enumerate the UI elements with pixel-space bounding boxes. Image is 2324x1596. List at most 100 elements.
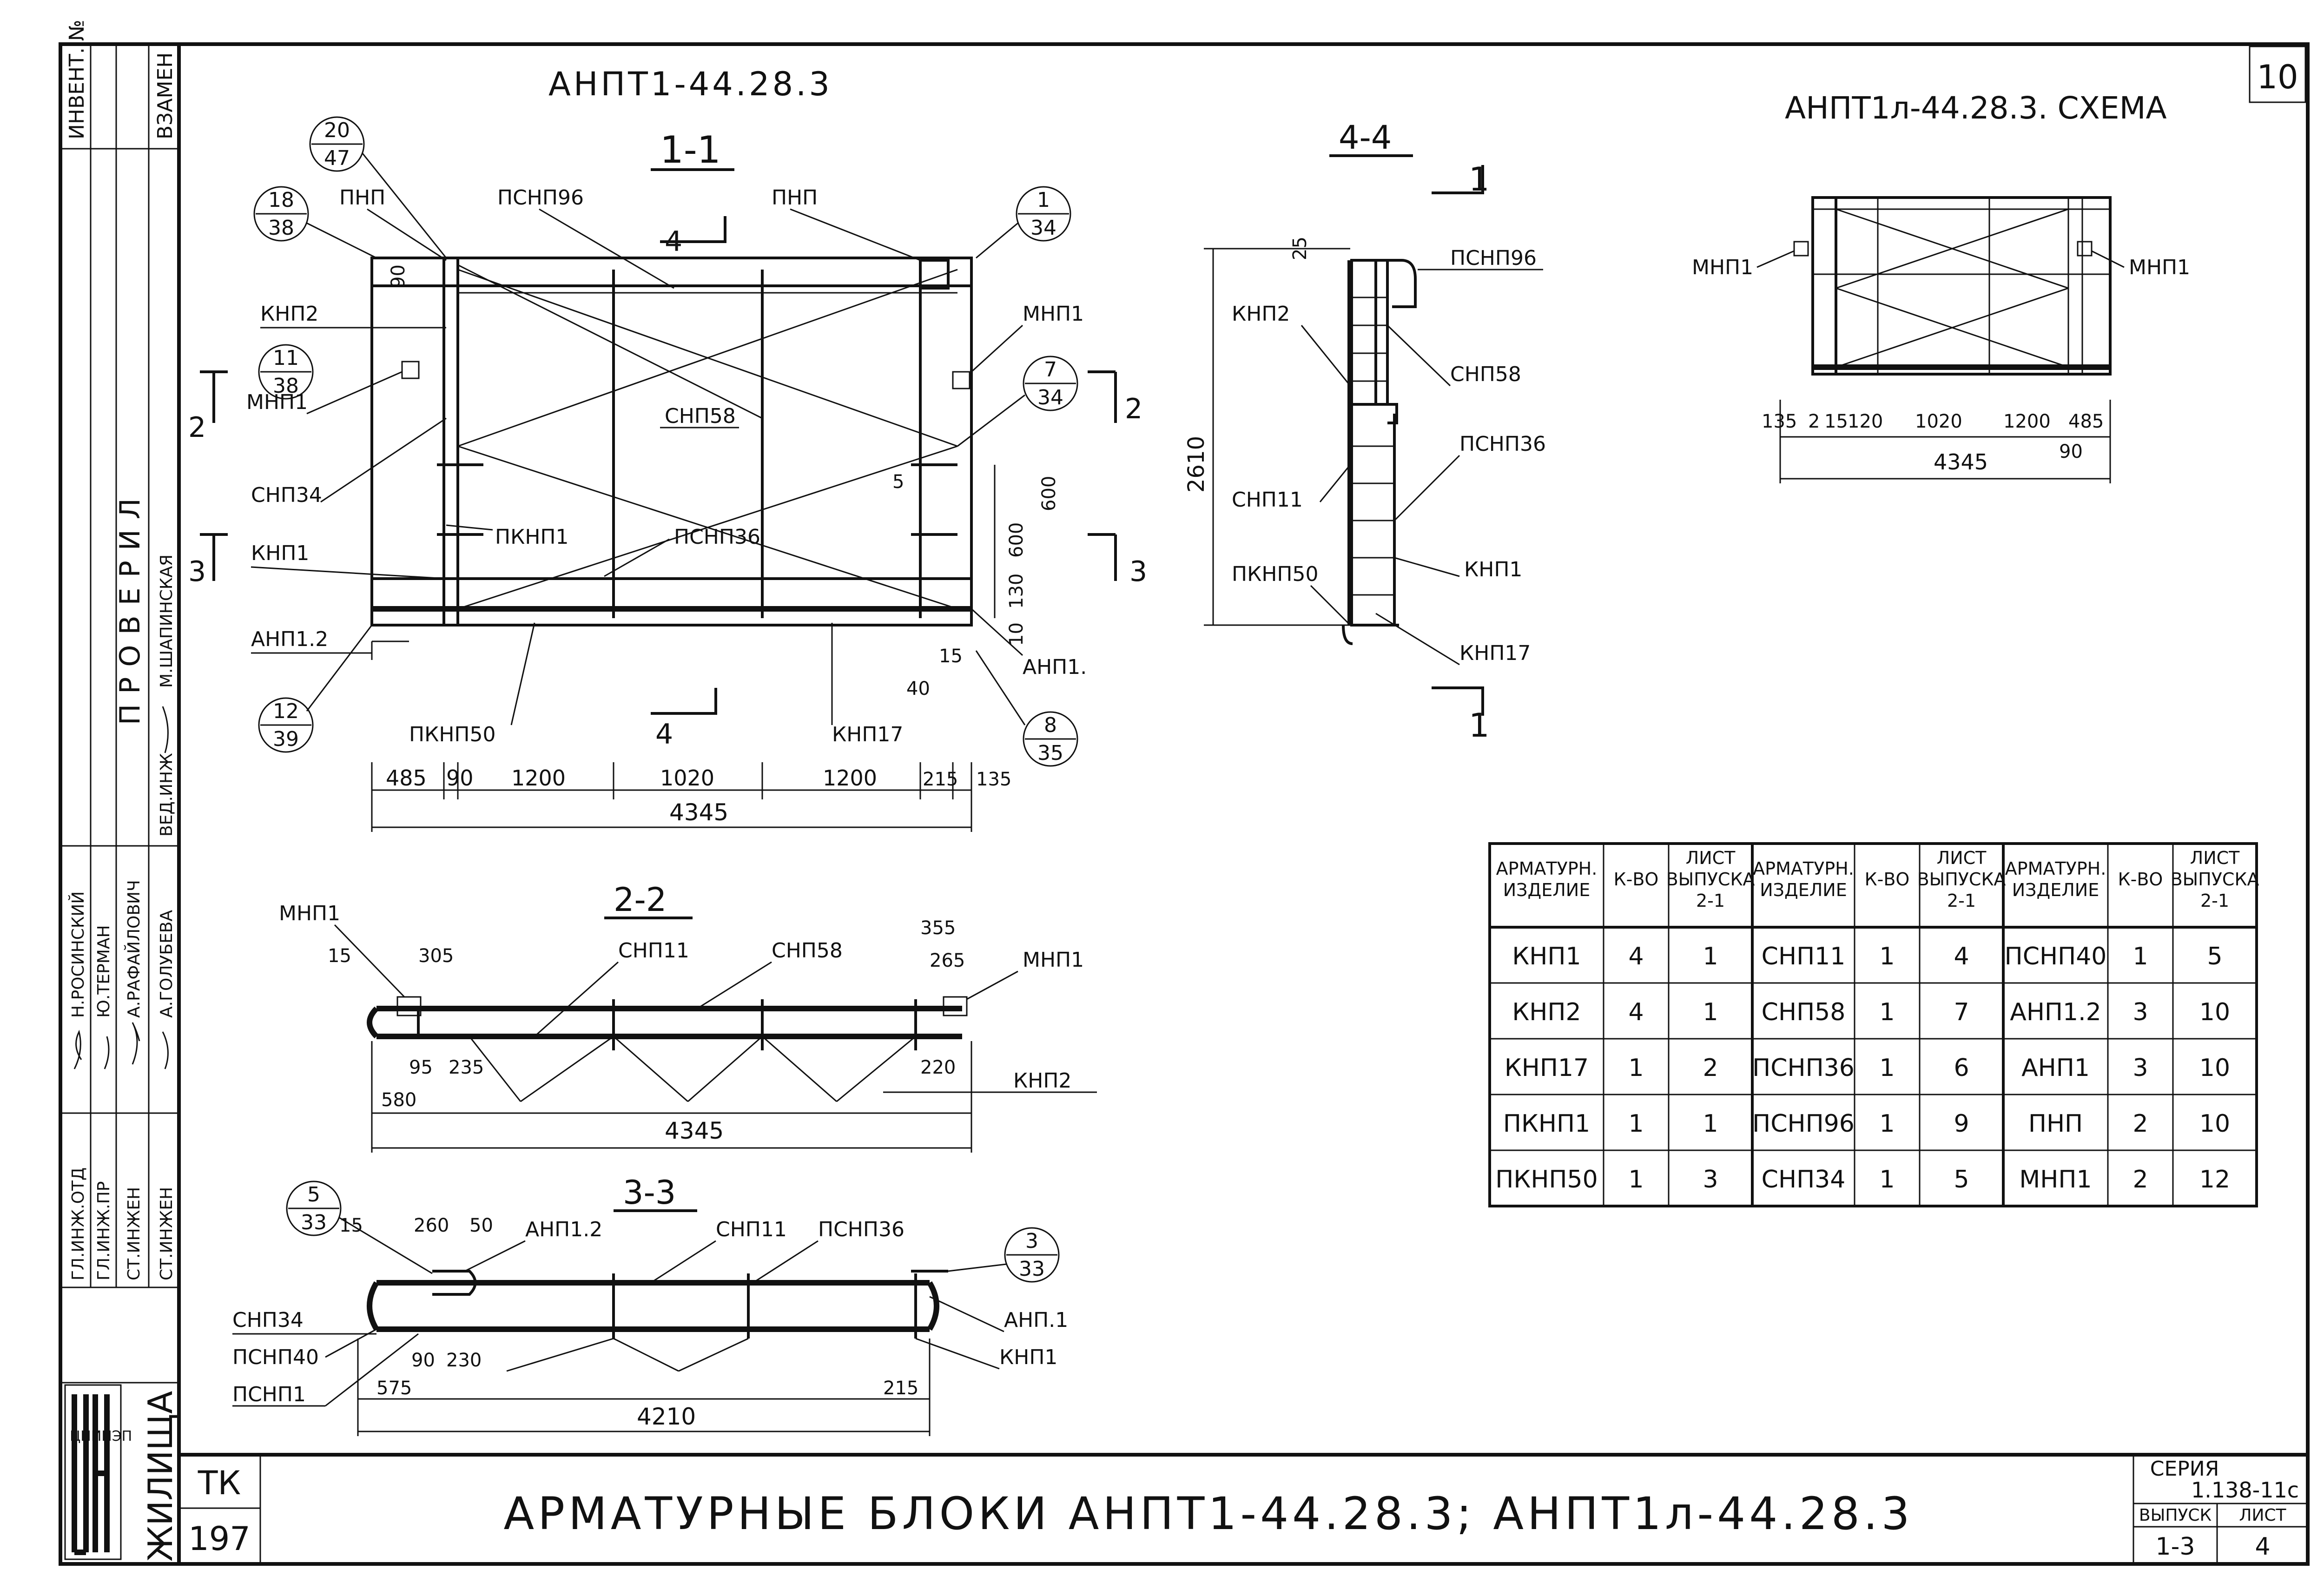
table-header-cell: К-ВО (1614, 869, 1659, 890)
s44-psnp36: ПСНП36 (1459, 432, 1546, 456)
cut-2-left: 2 (188, 411, 206, 444)
dim-total-4345: 4345 (669, 799, 728, 826)
table-cell: 1 (1879, 1054, 1895, 1082)
s22-knp2: КНП2 (1013, 1069, 1071, 1093)
s22-d305: 305 (418, 945, 454, 967)
cut-1-bottom: 1 (1469, 706, 1490, 745)
dim-135: 135 (976, 769, 1011, 790)
cut-3-right: 3 (1129, 555, 1147, 588)
table-cell: 10 (2199, 1110, 2230, 1138)
bubble-8-35: 8 35 (975, 650, 1078, 767)
bubble-12-39: 12 39 (258, 625, 373, 753)
dim-5: 5 (892, 471, 904, 493)
s44-knp1: КНП1 (1464, 558, 1522, 581)
table-cell: МНП1 (2019, 1166, 2092, 1194)
table-header-cell: ИЗДЕЛИЕ (2012, 880, 2100, 900)
svg-text:35: 35 (1037, 741, 1063, 765)
main-title: АРМАТУРНЫЕ БЛОКИ АНПТ1-44.28.3; АНПТ1л-4… (503, 1488, 1913, 1540)
s44-pknp50: ПКНП50 (1232, 562, 1318, 586)
name-lead: М.ШАПИНСКАЯ (157, 554, 176, 688)
scheme-d15: 15 (1824, 411, 1848, 432)
table-cell: 1 (1628, 1166, 1644, 1194)
scheme-title: АНПТ1л-44.28.3. СХЕМА (1785, 90, 2167, 126)
s22-d235: 235 (449, 1057, 484, 1078)
table-cell: ПКНП50 (1495, 1166, 1598, 1194)
table-header-cell: ЛИСТ (2190, 848, 2240, 868)
svg-text:39: 39 (273, 727, 299, 751)
label-mnp1-left: МНП1 (246, 390, 308, 414)
stamp-code-bottom: 197 (188, 1520, 251, 1558)
s33-d215: 215 (883, 1378, 918, 1399)
bubble-1-34: 1 34 (976, 186, 1071, 259)
zamen-label: ВЗАМЕН (153, 53, 177, 139)
label-knp1: КНП1 (251, 541, 309, 565)
table-cell: 4 (1628, 998, 1644, 1026)
table-cell: 5 (1954, 1166, 1969, 1194)
name-3: А.РАФАЙЛОВИЧ (124, 880, 144, 1018)
name-4: А.ГОЛУБЕВА (157, 910, 176, 1018)
label-anp12: АНП1.2 (251, 627, 328, 651)
s33-total: 4210 (637, 1403, 696, 1430)
mnp1-plate-right (952, 371, 971, 389)
stamp-code-top: ТК (198, 1464, 241, 1502)
s33-d15: 15 (339, 1215, 363, 1236)
scheme-d135: 135 (1762, 411, 1797, 432)
svg-text:7: 7 (1044, 358, 1057, 382)
scheme-d485: 485 (2068, 411, 2104, 432)
svg-text:38: 38 (273, 374, 299, 398)
cut-2-right: 2 (1125, 393, 1142, 425)
cut-4-bottom: 4 (655, 718, 673, 751)
s33-psnp36: ПСНП36 (818, 1218, 905, 1241)
table-cell: ПСНП40 (2005, 943, 2107, 970)
scheme-labels: МНП1 МНП1 135 2 15 120 1020 1200 485 90 … (1692, 250, 2190, 483)
s33-psnp1: ПСНП1 (232, 1383, 306, 1406)
table-cell: 1 (1879, 943, 1895, 970)
bubble-20-47: 20 47 (309, 116, 447, 258)
spec-table (1488, 842, 2258, 1207)
table-cell: ПНП (2028, 1110, 2083, 1138)
table-cell: АНП1.2 (2010, 998, 2101, 1026)
s33-d230: 230 (446, 1350, 482, 1371)
label-psnp96: ПСНП96 (497, 186, 584, 210)
scheme-d2: 2 (1808, 411, 1820, 432)
s22-d95: 95 (409, 1057, 433, 1078)
label-pknp1: ПКНП1 (495, 525, 569, 549)
s22-mnp1-left: МНП1 (279, 902, 340, 925)
dim-600b: 600 (1006, 522, 1027, 558)
table-cell: 2 (1703, 1054, 1718, 1082)
section-3-3-title: 3-3 (623, 1174, 676, 1212)
label-snp34: СНП34 (251, 483, 322, 507)
table-header-cell: ИЗДЕЛИЕ (1503, 880, 1591, 900)
table-cell: СНП11 (1762, 943, 1846, 970)
table-cell: КНП1 (1512, 943, 1581, 970)
issue-label: ВЫПУСК (2139, 1506, 2212, 1525)
sheet-frame (59, 42, 2310, 1566)
scheme-d120: 120 (1848, 411, 1883, 432)
table-cell: 1 (1628, 1110, 1644, 1138)
svg-text:38: 38 (268, 216, 294, 240)
table-cell: 9 (1954, 1110, 1969, 1138)
s33-d575: 575 (376, 1378, 412, 1399)
table-cell: ПСНП36 (1752, 1054, 1855, 1082)
dim-600a: 600 (1038, 476, 1060, 511)
table-cell: 3 (2133, 1054, 2148, 1082)
section-4-4-drawing (1342, 259, 1417, 645)
s33-psnp40: ПСНП40 (232, 1345, 319, 1369)
s22-total: 4345 (665, 1117, 724, 1144)
table-cell: 4 (1628, 943, 1644, 970)
signature-1 (73, 1029, 82, 1069)
section-1-1-drawing (370, 257, 973, 660)
scheme-drawing (1793, 196, 2112, 376)
table-cell: 6 (1954, 1054, 1969, 1082)
svg-text:47: 47 (324, 146, 350, 170)
svg-text:34: 34 (1037, 386, 1063, 409)
table-cell: ПКНП1 (1503, 1110, 1590, 1138)
s44-height: 2610 (1183, 436, 1209, 493)
section-2-2-labels: МНП1 СНП11 СНП58 МНП1 КНП2 (279, 902, 1097, 1093)
table-cell: 1 (2133, 943, 2148, 970)
series-value: 1.138-11с (2191, 1477, 2299, 1503)
org-stamp: ЖИЛИЩА ЦНИИЭП ТК 197 (64, 1384, 261, 1564)
dim-215: 215 (923, 769, 958, 790)
section-4-4-labels: 1 1 25 ПСНП96 КНП2 СНП58 ПСНП36 СНП11 КН… (1183, 160, 1546, 745)
table-cell: 5 (2207, 943, 2222, 970)
